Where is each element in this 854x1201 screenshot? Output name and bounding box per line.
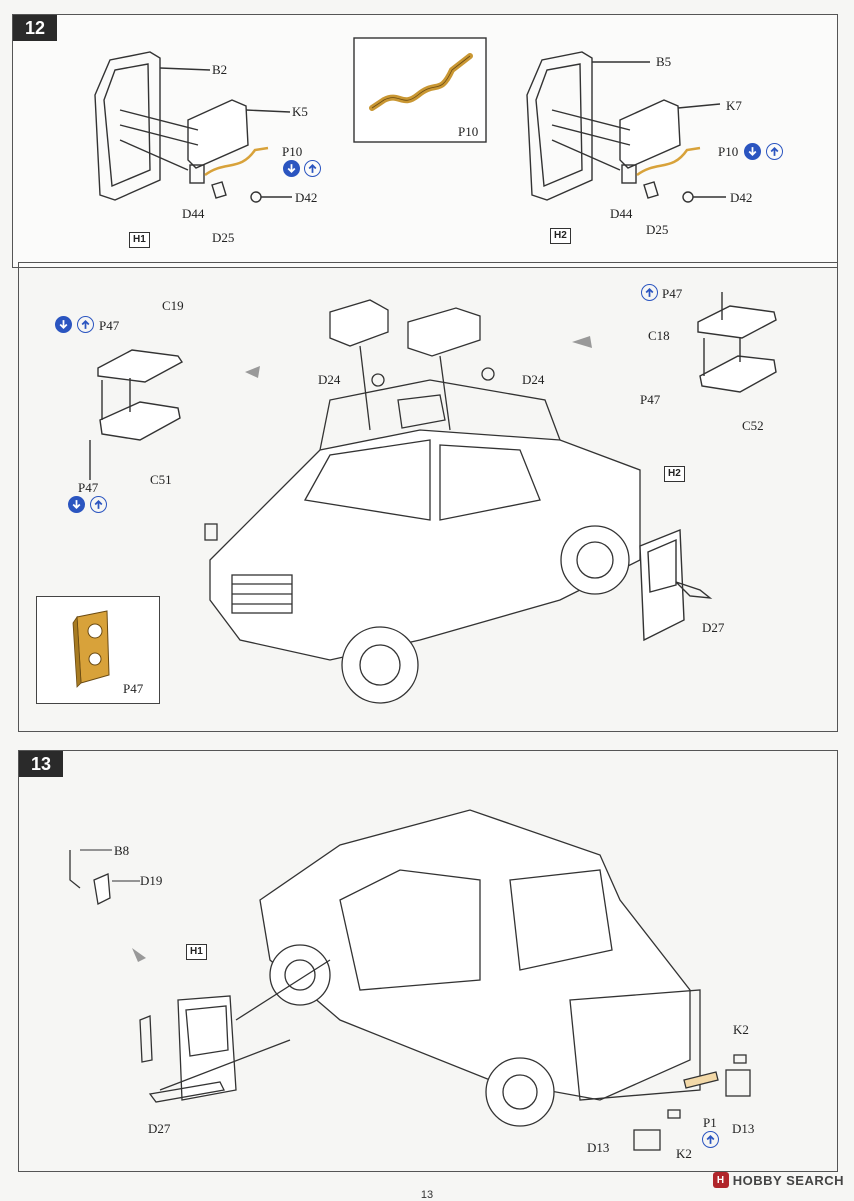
part-label: C52 bbox=[742, 418, 764, 433]
part-label: P10 bbox=[282, 144, 303, 159]
part-label: D13 bbox=[732, 1121, 755, 1136]
part-label: K7 bbox=[726, 98, 742, 113]
fold-up-icon bbox=[766, 143, 783, 160]
part-label: D27 bbox=[148, 1121, 171, 1136]
part-label: C19 bbox=[162, 298, 184, 313]
part-label: C51 bbox=[150, 472, 172, 487]
part-label: P47 bbox=[662, 286, 683, 301]
p47-part-drawing bbox=[72, 610, 110, 688]
assembly-tag: H2 bbox=[664, 466, 685, 482]
part-label: D44 bbox=[182, 206, 205, 221]
step-13-panel: 13 bbox=[18, 750, 838, 1172]
part-label: D13 bbox=[587, 1140, 610, 1155]
part-label: D44 bbox=[610, 206, 633, 221]
inset-label: P47 bbox=[123, 681, 144, 696]
fold-down-icon bbox=[55, 316, 72, 333]
part-label: K5 bbox=[292, 104, 308, 119]
part-label: B8 bbox=[114, 843, 130, 858]
fold-down-icon bbox=[283, 160, 300, 177]
assembly-tag: H1 bbox=[129, 232, 150, 248]
fold-down-icon bbox=[744, 143, 761, 160]
part-label: P47 bbox=[99, 318, 120, 333]
part-label: D25 bbox=[646, 222, 669, 237]
part-label: P47 bbox=[640, 392, 661, 407]
part-label: B5 bbox=[656, 54, 672, 69]
step-number: 12 bbox=[13, 15, 57, 41]
part-label: P1 bbox=[703, 1115, 717, 1130]
fold-up-icon bbox=[304, 160, 321, 177]
step-number: 13 bbox=[19, 751, 63, 777]
watermark-text: HOBBY SEARCH bbox=[732, 1172, 844, 1188]
part-label: D42 bbox=[295, 190, 318, 205]
assembly-tag: H1 bbox=[186, 944, 207, 960]
part-label: D19 bbox=[140, 873, 163, 888]
fold-up-icon bbox=[90, 496, 107, 513]
fold-up-icon bbox=[77, 316, 94, 333]
part-label: D25 bbox=[212, 230, 235, 245]
part-label: D24 bbox=[522, 372, 545, 387]
part-label: K2 bbox=[676, 1146, 692, 1161]
part-label: B2 bbox=[212, 62, 228, 77]
part-label: D42 bbox=[730, 190, 753, 205]
part-label: D24 bbox=[318, 372, 341, 387]
inset-label: P10 bbox=[458, 124, 479, 139]
assembly-tag: H2 bbox=[550, 228, 571, 244]
watermark: H HOBBY SEARCH bbox=[712, 1172, 844, 1188]
page-number: 13 bbox=[420, 1189, 434, 1201]
part-label: K2 bbox=[733, 1022, 749, 1037]
part-label: P47 bbox=[78, 480, 99, 495]
watermark-logo-icon: H bbox=[712, 1172, 729, 1188]
fold-up-icon bbox=[702, 1131, 719, 1148]
part-label: C18 bbox=[648, 328, 670, 343]
p47-detail-inset: P47 bbox=[36, 596, 160, 704]
part-label: D27 bbox=[702, 620, 725, 635]
part-label: P10 bbox=[718, 144, 739, 159]
fold-up-icon bbox=[641, 284, 658, 301]
fold-down-icon bbox=[68, 496, 85, 513]
step-12b-panel bbox=[18, 262, 838, 732]
